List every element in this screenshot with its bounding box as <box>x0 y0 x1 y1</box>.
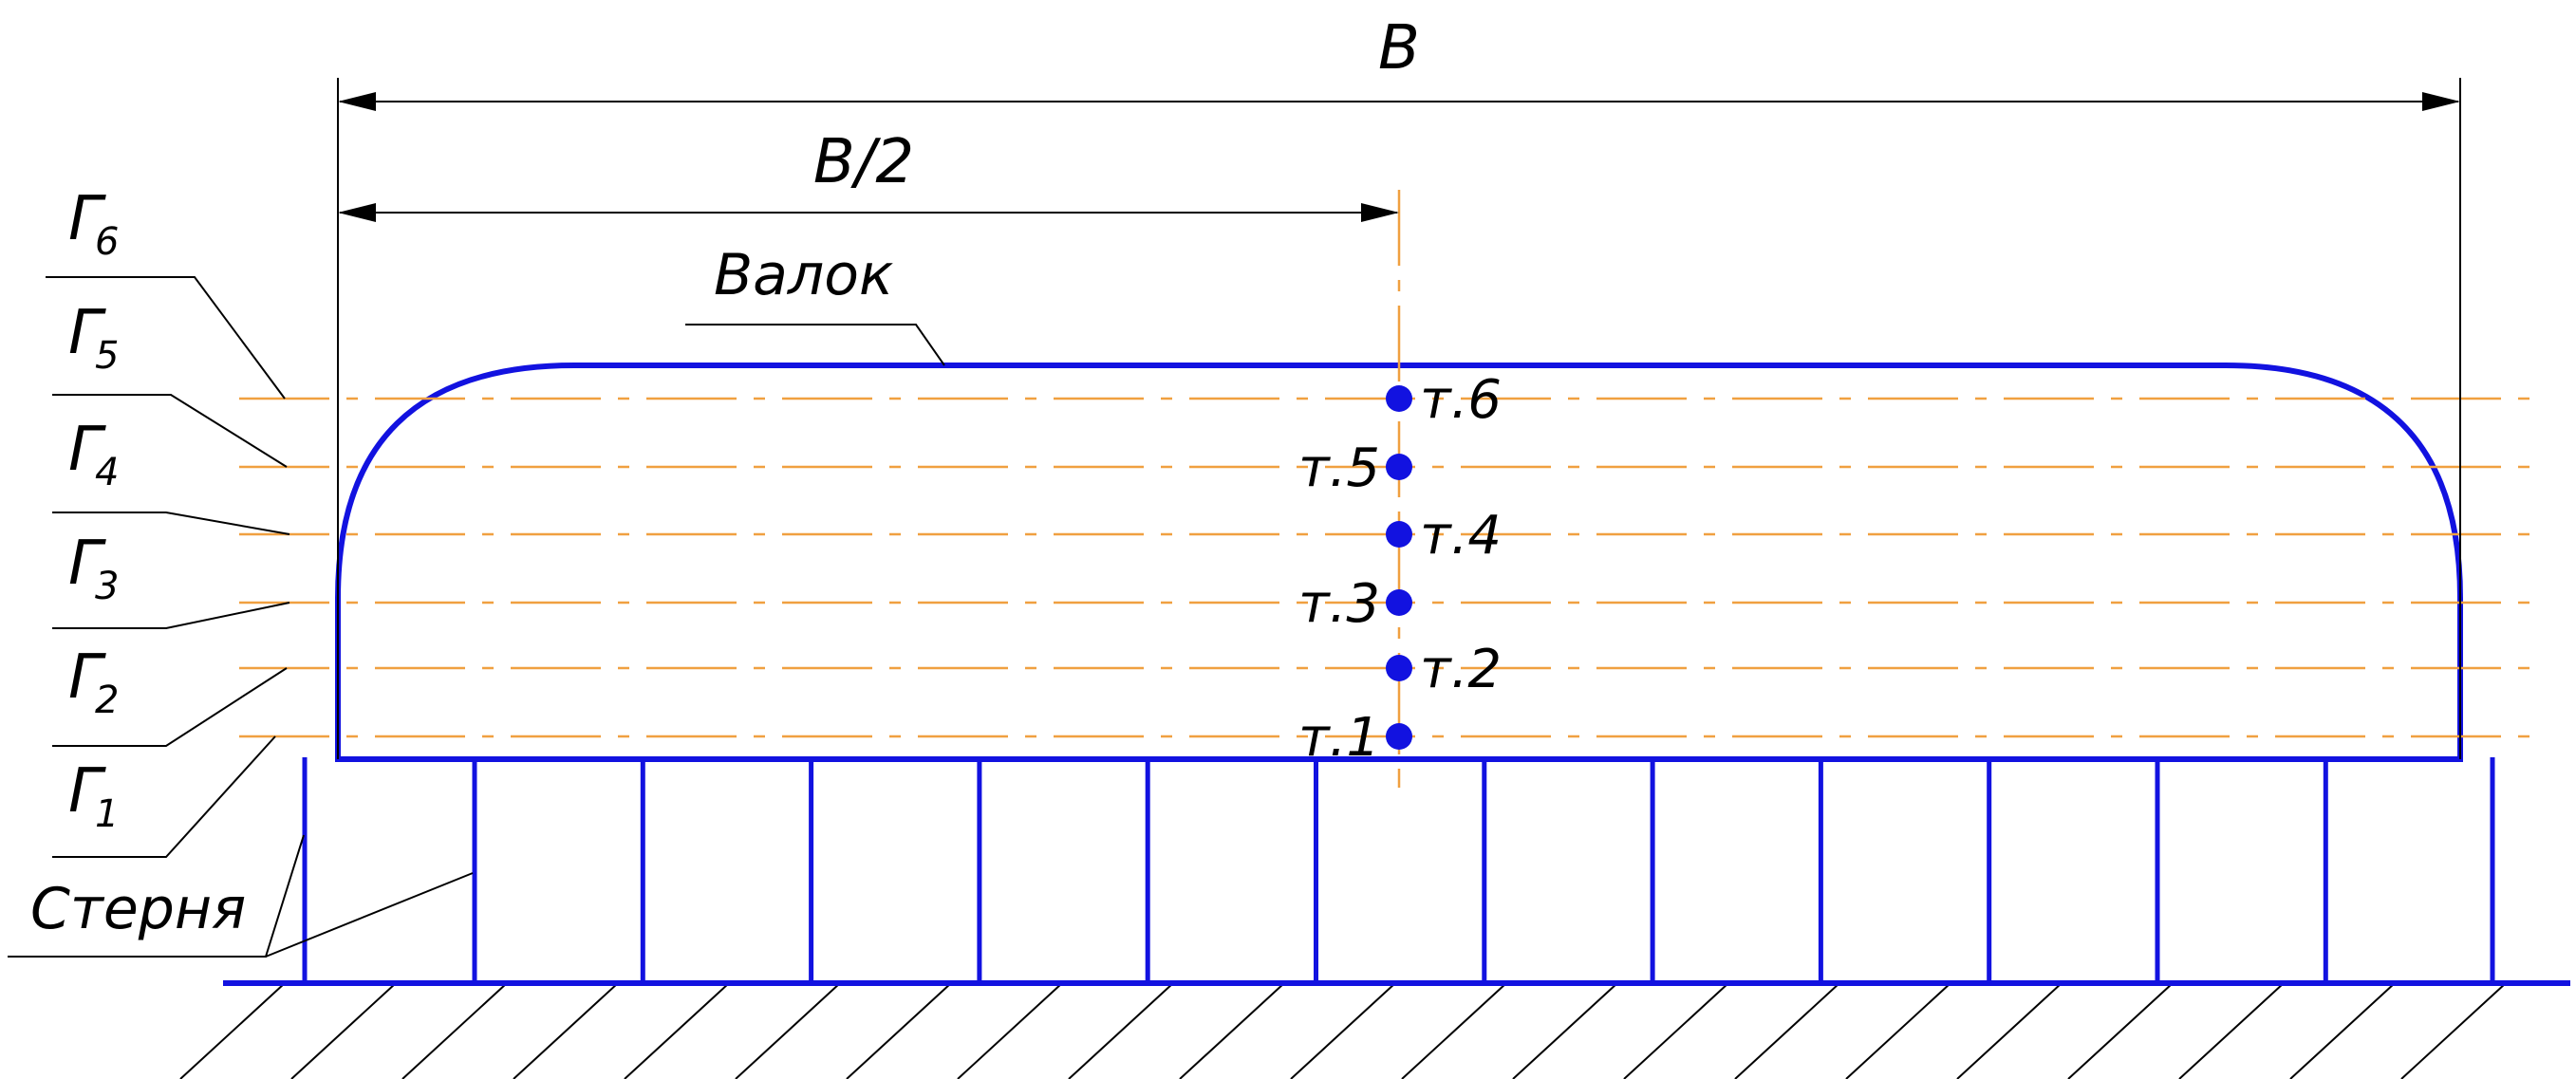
hatch-line <box>2400 982 2507 1079</box>
stubble-leader-2 <box>265 872 474 958</box>
point-1: т.1 <box>1298 707 1412 769</box>
svg-text:Г: Г <box>68 642 106 713</box>
svg-text:т.5: т.5 <box>1298 437 1380 499</box>
svg-text:Г: Г <box>68 529 106 599</box>
svg-text:т.4: т.4 <box>1420 505 1502 567</box>
horizon-label-5: Г 5 <box>52 298 288 468</box>
horizon-label-6: Г 6 <box>46 184 286 400</box>
horizon-lines <box>239 397 2536 738</box>
hatch-line <box>1290 982 1396 1079</box>
roller-label: Валок <box>714 242 893 308</box>
svg-text:Г: Г <box>68 298 106 368</box>
hatch-line <box>179 982 286 1079</box>
dimension-b-half-label: B/2 <box>813 127 914 197</box>
horizon-label-4: Г 4 <box>52 415 290 535</box>
ground-hatching <box>179 982 2507 1079</box>
svg-text:5: 5 <box>95 334 119 378</box>
svg-text:3: 3 <box>95 565 119 608</box>
svg-text:6: 6 <box>95 220 119 264</box>
hatch-line <box>1956 982 2063 1079</box>
svg-text:Г: Г <box>68 184 106 254</box>
svg-text:т.6: т.6 <box>1420 369 1502 431</box>
hatch-line <box>735 982 841 1079</box>
dimension-b-label: B <box>1378 13 1420 84</box>
point-6: т.6 <box>1386 369 1502 431</box>
horizon-label-1: Г 1 <box>52 735 276 858</box>
svg-text:Г: Г <box>68 756 106 827</box>
hatch-line <box>290 982 397 1079</box>
horizon-label-2: Г 2 <box>52 642 288 747</box>
svg-text:Г: Г <box>68 415 106 485</box>
svg-text:4: 4 <box>95 451 119 494</box>
hatch-line <box>513 982 619 1079</box>
hatch-line <box>1623 982 1729 1079</box>
hatch-line <box>2289 982 2396 1079</box>
svg-text:т.3: т.3 <box>1298 573 1380 635</box>
horizon-label-3: Г 3 <box>52 529 290 629</box>
point-4: т.4 <box>1386 505 1502 567</box>
roller-leader <box>685 324 945 366</box>
hatch-line <box>401 982 508 1079</box>
roller-outline <box>335 363 2463 762</box>
svg-text:т.1: т.1 <box>1298 707 1380 769</box>
stubble-stalks <box>302 757 2495 983</box>
hatch-line <box>2178 982 2285 1079</box>
svg-text:1: 1 <box>95 792 119 836</box>
hatch-line <box>1734 982 1840 1079</box>
hatch-line <box>2067 982 2174 1079</box>
hatch-line <box>624 982 730 1079</box>
hatch-line <box>1068 982 1174 1079</box>
hatch-line <box>957 982 1063 1079</box>
dimension-b <box>337 78 2461 759</box>
hatch-line <box>1845 982 1951 1079</box>
horizon-labels: Г 6 Г 5 Г 4 Г 3 Г 2 Г 1 <box>46 184 290 858</box>
point-3: т.3 <box>1298 573 1412 635</box>
hatch-line <box>1512 982 1618 1079</box>
hatch-line <box>846 982 952 1079</box>
point-2: т.2 <box>1386 639 1502 700</box>
hatch-line <box>1401 982 1507 1079</box>
measurement-points: т.6 т.5 т.4 т.3 т.2 т.1 <box>1298 369 1502 769</box>
stubble-label: Стерня <box>30 876 246 942</box>
svg-text:т.2: т.2 <box>1420 639 1502 700</box>
point-5: т.5 <box>1298 437 1412 499</box>
hatch-line <box>1179 982 1285 1079</box>
svg-text:2: 2 <box>95 679 119 722</box>
